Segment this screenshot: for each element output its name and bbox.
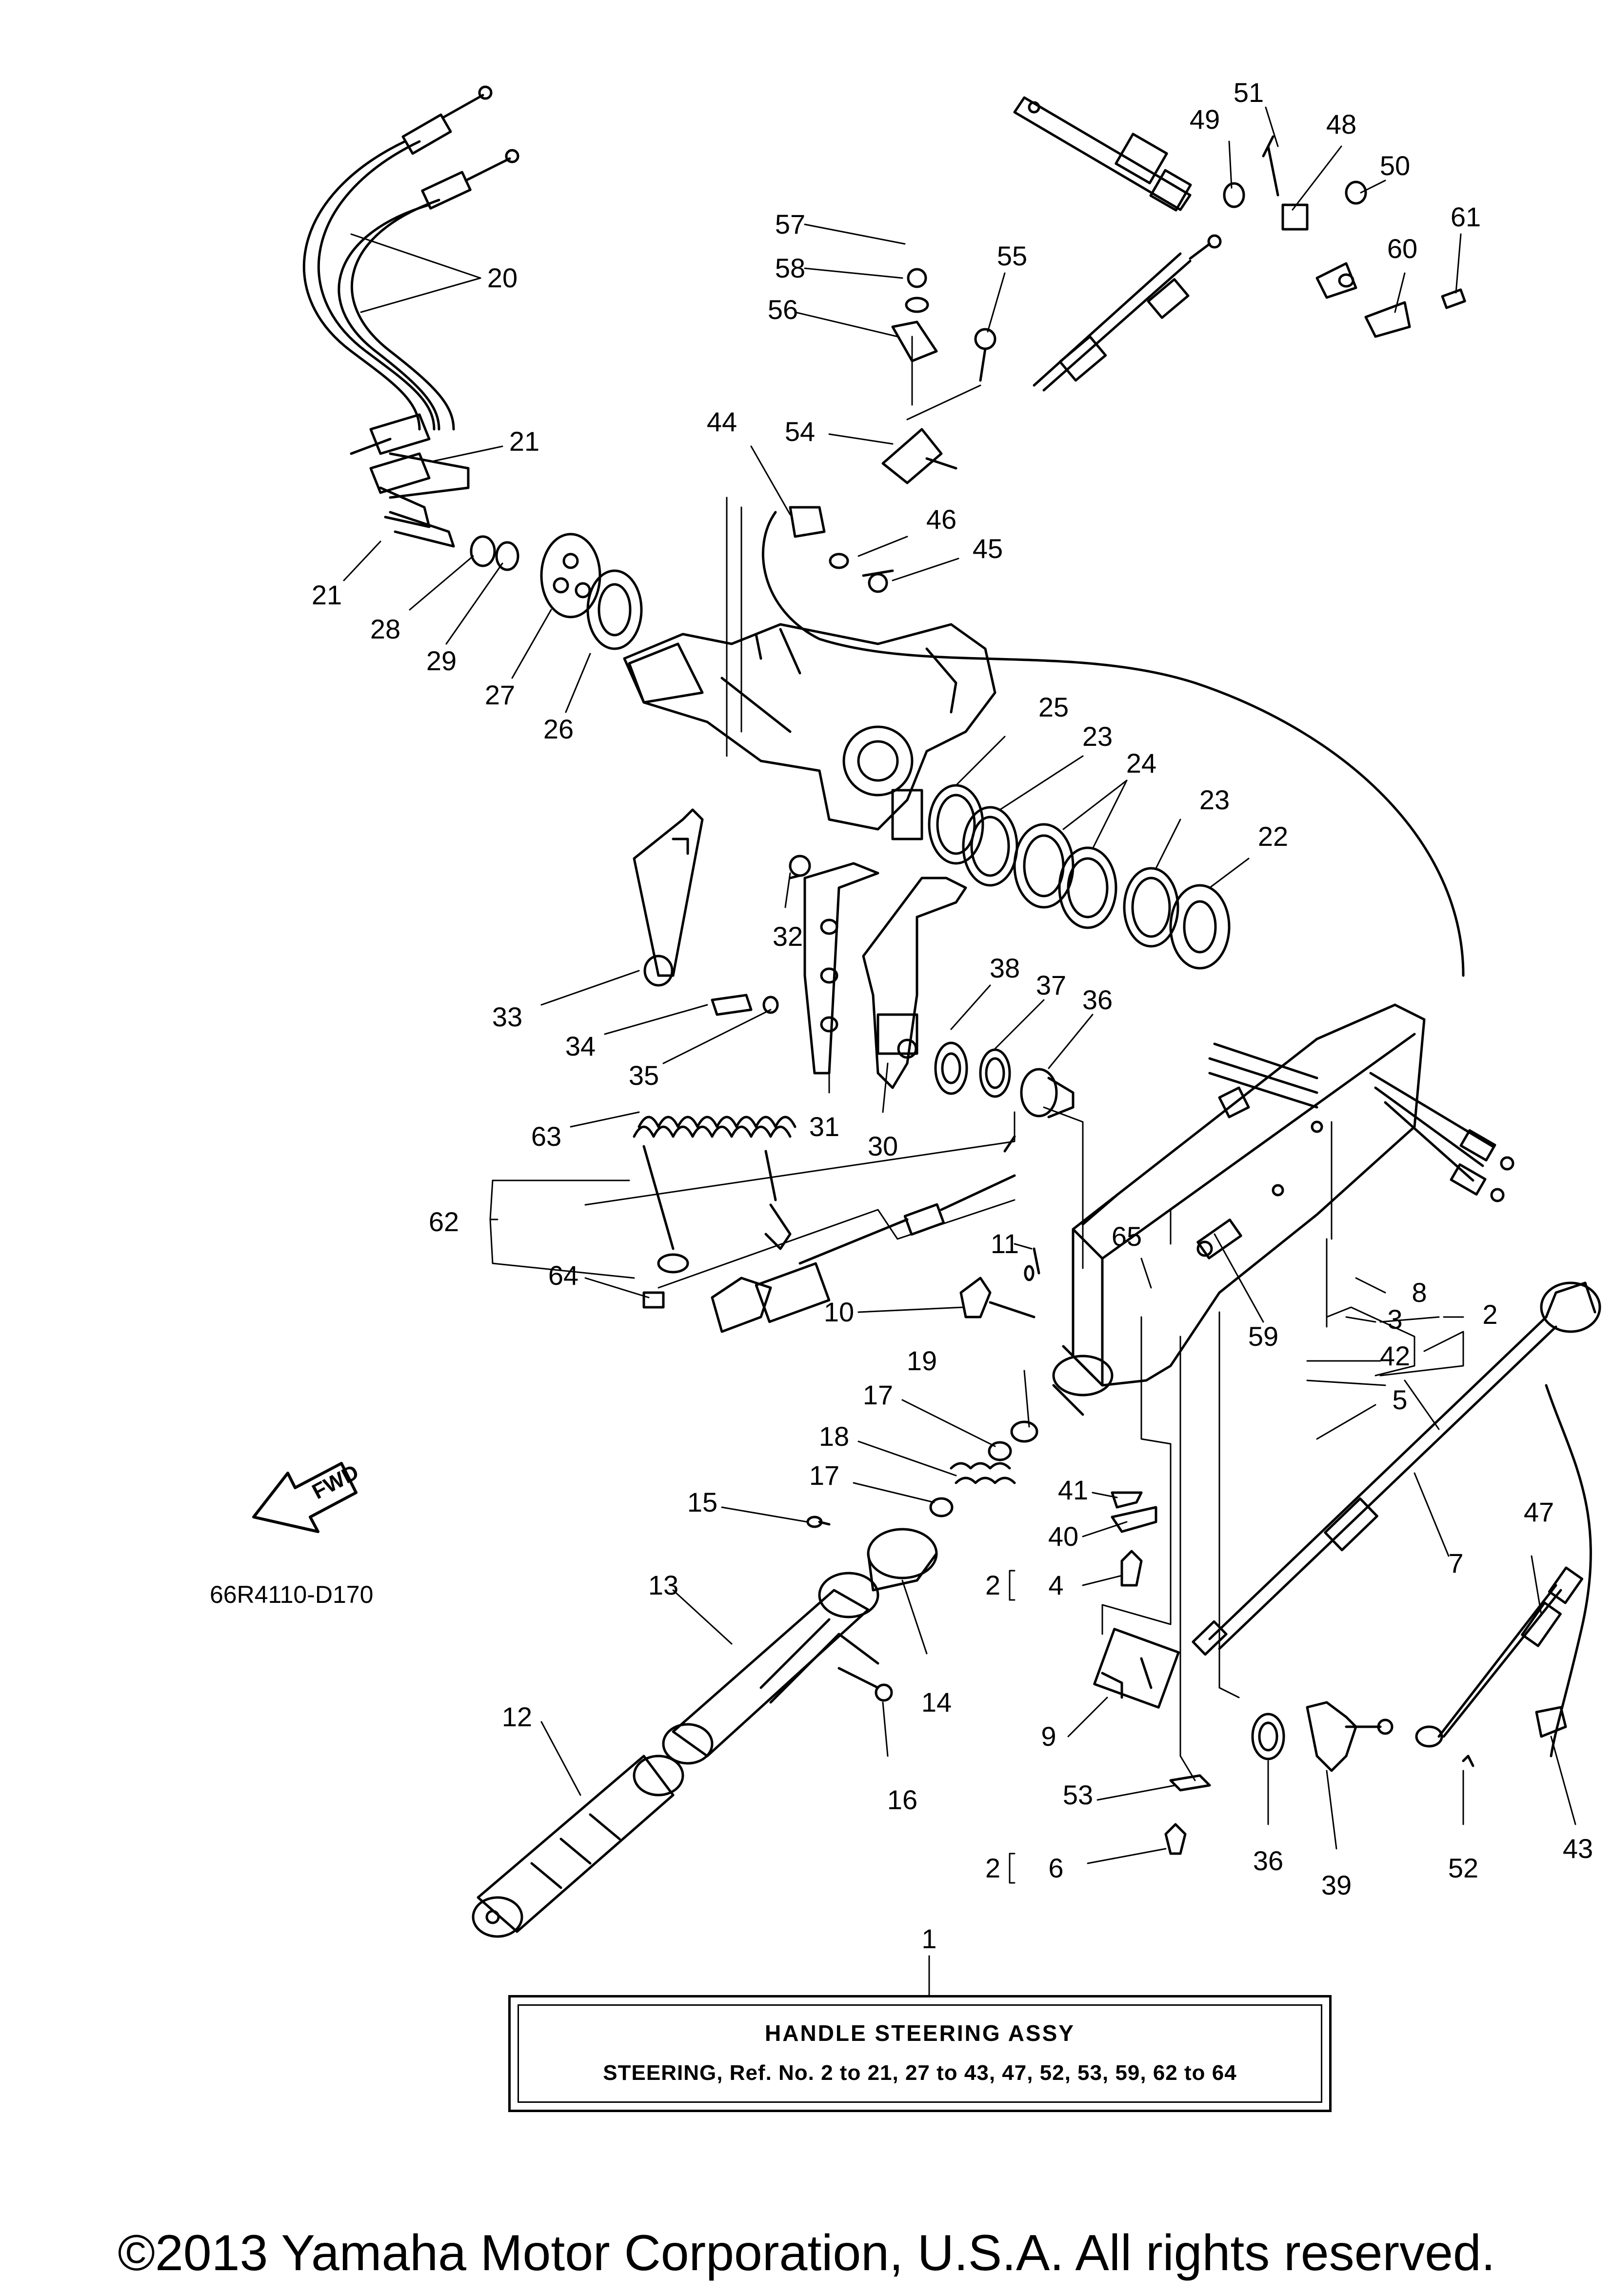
part-label-p2a: 2	[1482, 1299, 1498, 1330]
assembly-info-inner-border	[518, 2004, 1322, 2103]
part-label-p63: 63	[531, 1121, 562, 1152]
part-label-p61: 61	[1450, 201, 1481, 232]
routing-lines	[584, 336, 1464, 1781]
part-label-p58: 58	[775, 253, 806, 283]
part-label-p45: 45	[972, 533, 1003, 564]
part-label-p60: 60	[1387, 233, 1418, 264]
part-label-p38: 38	[989, 953, 1020, 983]
part-label-p20: 20	[487, 262, 518, 293]
part-label-p62: 62	[428, 1206, 459, 1237]
part-label-p34: 34	[565, 1031, 596, 1061]
assembly-title: HANDLE STEERING ASSY	[765, 2020, 1075, 2046]
part-label-p65: 65	[1111, 1221, 1142, 1252]
assembly-ref-number: 1	[921, 1923, 937, 1954]
part-label-p15: 15	[687, 1487, 718, 1517]
part-label-p52: 52	[1448, 1853, 1479, 1883]
part-label-p43: 43	[1562, 1833, 1593, 1864]
part-label-p17b: 17	[809, 1460, 840, 1491]
fwd-arrow-icon	[252, 1462, 358, 1533]
part-label-p39: 39	[1321, 1870, 1352, 1900]
part-label-p59: 59	[1248, 1321, 1279, 1352]
part-label-p13: 13	[648, 1570, 679, 1600]
part-label-p6: 6	[1048, 1853, 1064, 1883]
friction-plates	[633, 808, 967, 1089]
assembly-info-box: HANDLE STEERING ASSY STEERING, Ref. No. …	[508, 1995, 1332, 2112]
part-label-p33: 33	[492, 1001, 523, 1032]
part-label-p2c: 2	[985, 1853, 1001, 1883]
part-label-p27: 27	[484, 679, 516, 710]
part-label-p28: 28	[370, 614, 401, 644]
part-label-p24: 24	[1126, 748, 1157, 779]
part-label-p2b: 2	[985, 1570, 1001, 1600]
throttle-shaft-parts	[806, 1247, 1040, 1592]
part-label-p40: 40	[1048, 1521, 1079, 1552]
part-label-p51: 51	[1233, 77, 1264, 108]
throttle-cables	[303, 85, 519, 548]
part-label-p44: 44	[706, 406, 737, 437]
leader-lines	[343, 106, 1576, 1996]
friction-washers	[928, 784, 1231, 970]
throttle-grip	[472, 1572, 893, 1938]
steering-handle-body	[1052, 1003, 1514, 1416]
part-label-p49: 49	[1189, 104, 1220, 135]
part-label-p21a: 21	[509, 426, 540, 457]
part-label-p53: 53	[1062, 1779, 1094, 1810]
part-label-p47: 47	[1523, 1497, 1554, 1527]
part-label-p29: 29	[426, 645, 457, 676]
part-label-p55: 55	[996, 240, 1028, 271]
part-label-p19: 19	[906, 1345, 937, 1376]
part-label-p4: 4	[1048, 1570, 1064, 1600]
part-label-p48: 48	[1326, 109, 1357, 140]
part-label-p26: 26	[543, 714, 574, 744]
part-label-p30: 30	[867, 1131, 898, 1161]
part-label-p41: 41	[1057, 1475, 1089, 1505]
part-label-p22: 22	[1257, 821, 1289, 852]
part-label-p37: 37	[1036, 970, 1067, 1000]
part-label-p46: 46	[926, 504, 957, 535]
shift-cable	[1192, 1281, 1601, 1757]
part-label-p5: 5	[1392, 1384, 1408, 1415]
mount-bracket	[623, 623, 996, 840]
part-label-p36b: 36	[1253, 1845, 1284, 1876]
cable-grommet-parts	[470, 533, 643, 650]
kill-switch	[633, 1116, 1016, 1333]
part-label-p54: 54	[784, 416, 816, 447]
assembly-note: STEERING, Ref. No. 2 to 21, 27 to 43, 47…	[603, 2061, 1237, 2085]
part-label-p21b: 21	[311, 579, 342, 610]
part-label-p64: 64	[548, 1260, 579, 1291]
part-label-p56: 56	[767, 294, 798, 325]
part-label-p23b: 23	[1199, 784, 1230, 815]
part-label-p42: 42	[1379, 1340, 1411, 1371]
part-label-p25: 25	[1038, 692, 1069, 722]
part-label-p23a: 23	[1082, 721, 1113, 752]
part-label-p11: 11	[990, 1228, 1019, 1259]
shift-link	[762, 234, 1465, 977]
upper-linkage	[1013, 96, 1466, 338]
part-label-p9: 9	[1041, 1721, 1056, 1752]
copyright-notice: ©2013 Yamaha Motor Corporation, U.S.A. A…	[118, 2225, 1495, 2281]
part-label-p18: 18	[818, 1421, 850, 1452]
part-label-p36a: 36	[1082, 984, 1113, 1015]
part-label-p10: 10	[823, 1297, 855, 1327]
figure-code: 66R4110-D170	[210, 1581, 374, 1608]
part-label-p3: 3	[1387, 1304, 1403, 1335]
part-label-p57: 57	[775, 209, 806, 240]
part-label-p35: 35	[628, 1060, 659, 1091]
part-label-p8: 8	[1412, 1277, 1427, 1308]
part-label-p17a: 17	[862, 1379, 894, 1410]
part-label-p50: 50	[1379, 150, 1411, 181]
part-label-p7: 7	[1448, 1548, 1464, 1578]
part-label-p31: 31	[809, 1111, 840, 1142]
part-label-p12: 12	[501, 1701, 533, 1732]
part-label-p16: 16	[887, 1784, 918, 1815]
washers-upper	[934, 1041, 1075, 1118]
part-label-p14: 14	[921, 1687, 952, 1717]
part-label-p32: 32	[772, 921, 803, 952]
